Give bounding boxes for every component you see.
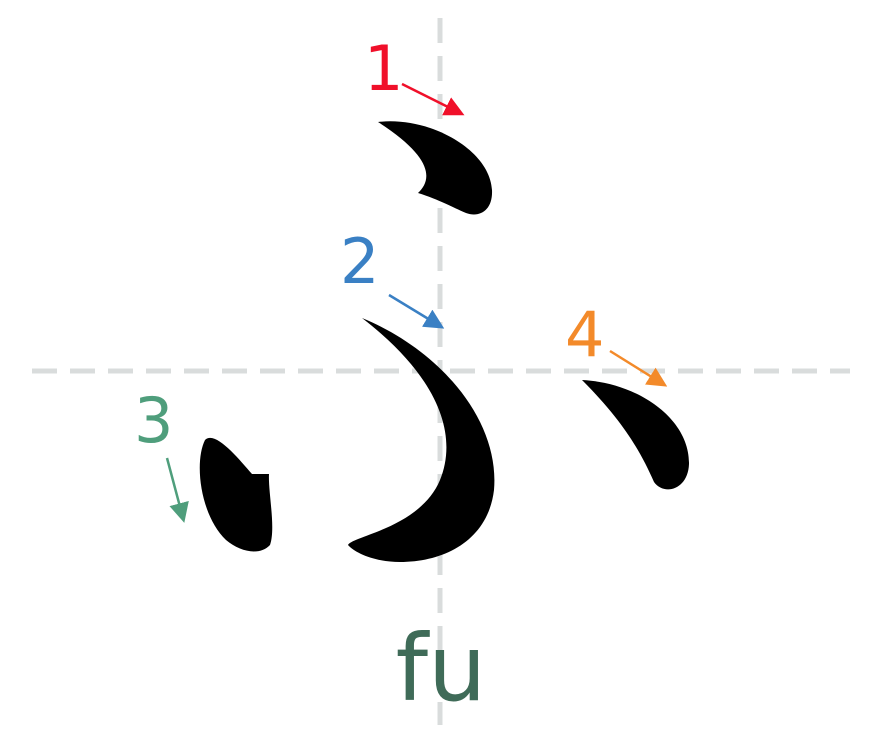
stroke-arrow-4 [609,349,668,387]
stroke-arrow-1 [401,82,465,116]
romaji-label: fu [396,615,487,722]
stroke-2 [348,318,495,562]
stroke-number-4: 4 [565,298,604,371]
stroke-arrow-3 [165,457,189,523]
stroke-number-3: 3 [134,384,173,457]
stroke-1 [378,121,493,215]
stroke-number-1: 1 [364,32,403,105]
stroke-3 [199,437,273,552]
stroke-arrow-2 [388,293,445,329]
stroke-number-2: 2 [340,225,379,298]
stroke-4 [582,380,690,490]
